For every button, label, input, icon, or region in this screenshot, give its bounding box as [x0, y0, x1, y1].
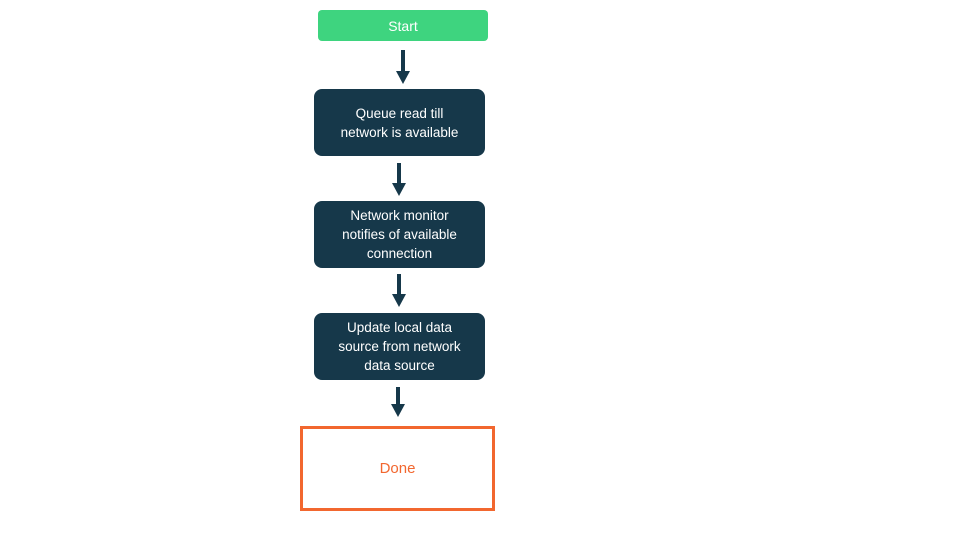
arrowhead-down-icon: [396, 71, 410, 84]
node-network-monitor: Network monitor notifies of available co…: [314, 201, 485, 268]
node-update-source: Update local data source from network da…: [314, 313, 485, 380]
arrow-queue-to-monitor: [392, 163, 406, 196]
node-done: Done: [300, 426, 495, 511]
arrowhead-down-icon: [392, 294, 406, 307]
arrow-update-to-done: [391, 387, 405, 417]
node-update-source-label: Update local data source from network da…: [338, 320, 461, 373]
node-network-monitor-label: Network monitor notifies of available co…: [342, 208, 457, 261]
node-start: Start: [318, 10, 488, 41]
arrow-stem: [397, 163, 401, 183]
arrow-monitor-to-update: [392, 274, 406, 307]
node-queue-read: Queue read till network is available: [314, 89, 485, 156]
arrow-stem: [397, 274, 401, 294]
node-done-label: Done: [379, 460, 416, 477]
arrow-start-to-queue: [396, 50, 410, 84]
node-queue-read-label: Queue read till network is available: [340, 105, 459, 140]
arrowhead-down-icon: [392, 183, 406, 196]
arrowhead-down-icon: [391, 404, 405, 417]
node-start-label: Start: [388, 17, 418, 34]
arrow-stem: [401, 50, 405, 71]
arrow-stem: [396, 387, 400, 404]
